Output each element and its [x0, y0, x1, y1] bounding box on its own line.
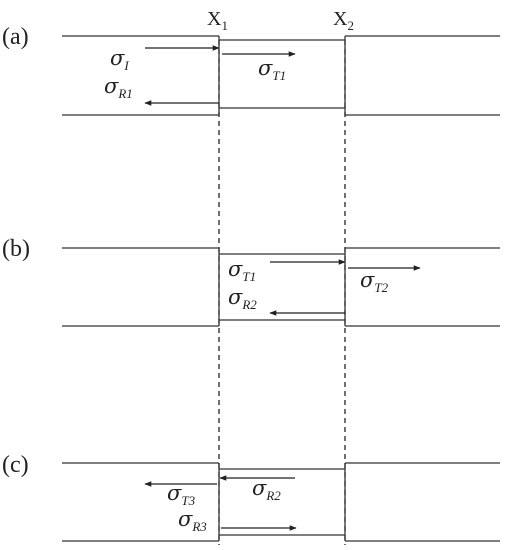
label-sigma-r3: σR3 [178, 507, 207, 534]
interface-label-x2: X2 [333, 8, 354, 33]
interface-label-x1: X1 [207, 8, 228, 33]
panel-a: (a) σI σR1 σT1 [2, 24, 500, 116]
label-sigma-r2: σR2 [252, 476, 281, 503]
label-sigma-t3: σT3 [167, 481, 196, 508]
label-sigma-r2: σR2 [228, 285, 257, 312]
panel-b: (b) σT1 σR2 σT2 [2, 236, 500, 327]
panel-label-b: (b) [2, 236, 30, 262]
label-sigma-t2: σT2 [360, 268, 389, 295]
label-sigma-t1: σT1 [228, 257, 256, 284]
panel-c: (c) σR2 σT3 σR3 [2, 452, 500, 542]
label-sigma-r1: σR1 [104, 74, 133, 101]
panel-label-c: (c) [2, 452, 29, 478]
panel-label-a: (a) [2, 24, 29, 50]
label-sigma-t1: σT1 [258, 56, 286, 83]
label-sigma-i: σI [110, 46, 129, 73]
